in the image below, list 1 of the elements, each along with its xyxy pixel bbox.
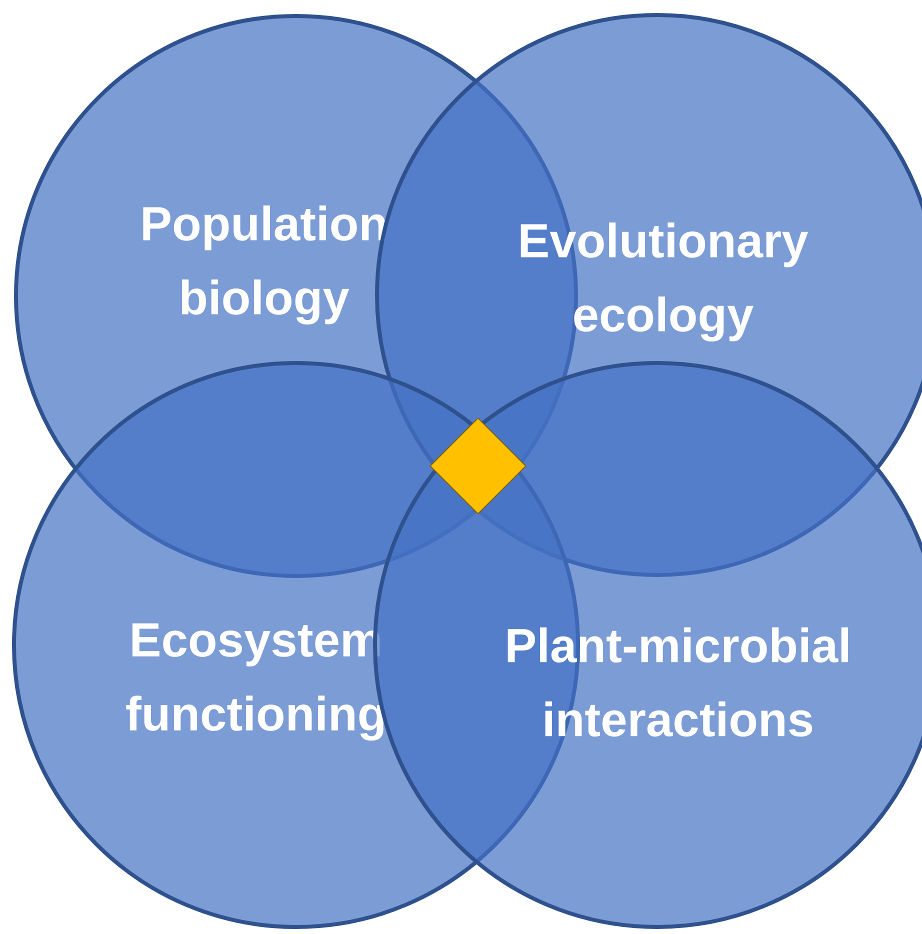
diamond bbox=[430, 418, 526, 514]
